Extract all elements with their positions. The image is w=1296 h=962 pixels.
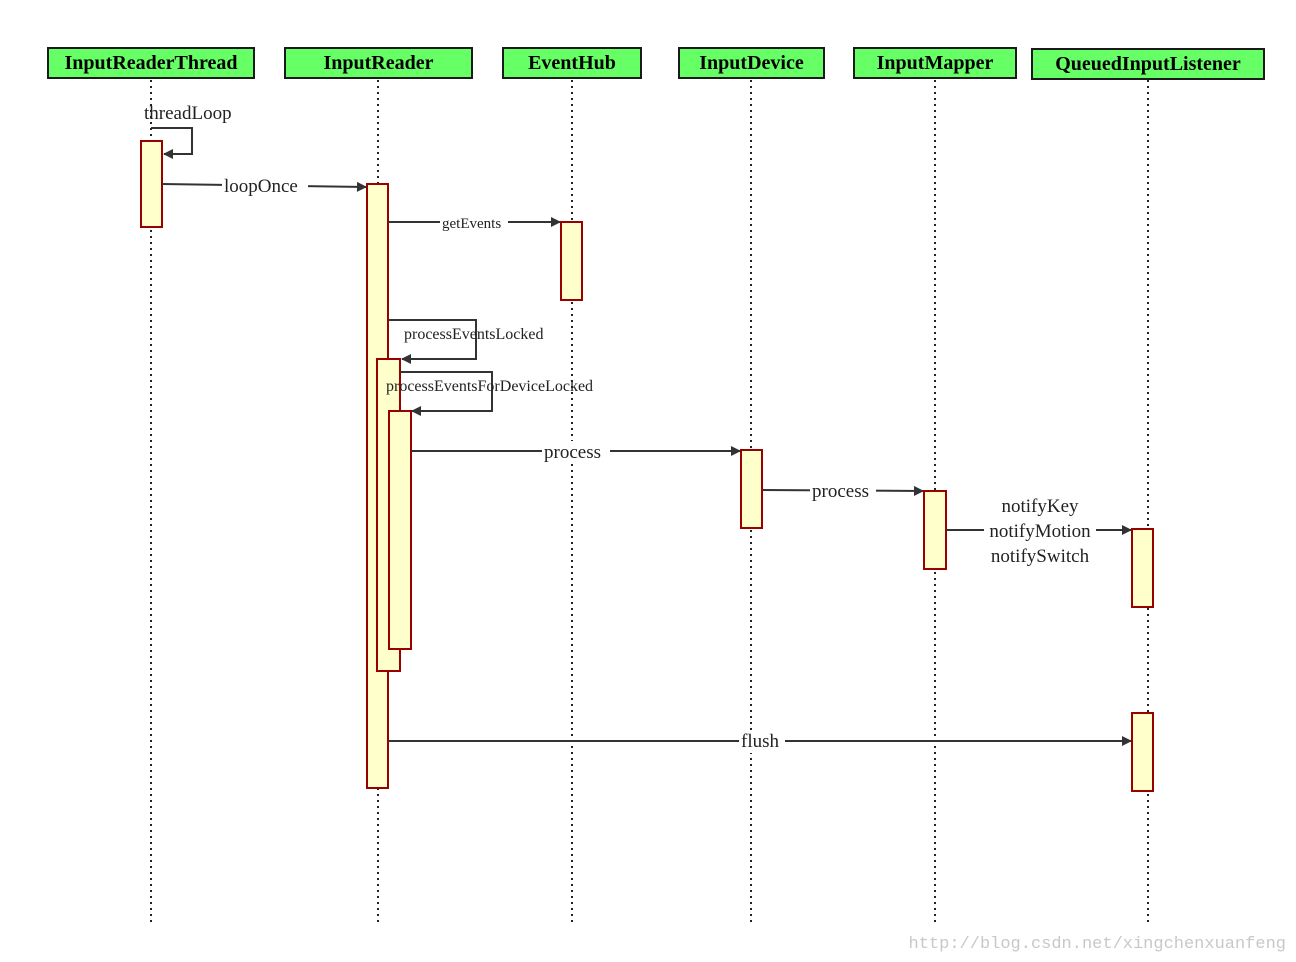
activation-eventhub — [560, 221, 583, 301]
label-notifykey: notifyKey — [1001, 496, 1079, 517]
participant-queuedinputlistener: QueuedInputListener — [1031, 48, 1265, 80]
label-process-mapper: process — [812, 481, 869, 502]
arrow-processeventsfordevicelocked — [400, 371, 493, 416]
arrow-threadloop — [151, 127, 193, 159]
label-notifymotion: notifyMotion — [989, 521, 1091, 542]
label-processeventslocked: processEventsLocked — [404, 326, 544, 343]
participant-inputmapper: InputMapper — [853, 47, 1017, 79]
label-processeventsfordevicelocked: processEventsForDeviceLocked — [386, 378, 593, 395]
activation-inputdevice — [740, 449, 763, 529]
label-notifyswitch: notifySwitch — [991, 546, 1090, 567]
label-flush: flush — [741, 731, 780, 752]
activation-listener-flush — [1131, 712, 1154, 792]
watermark-url: http://blog.csdn.net/xingchenxuanfeng — [908, 935, 1286, 954]
activation-listener-notify — [1131, 528, 1154, 608]
participant-inputreaderthread: InputReaderThread — [47, 47, 255, 79]
participant-inputdevice: InputDevice — [678, 47, 825, 79]
label-looponce: loopOnce — [224, 176, 298, 197]
participant-inputreader: InputReader — [284, 47, 473, 79]
label-getevents: getEvents — [442, 216, 501, 232]
arrow-processeventslocked — [388, 319, 477, 364]
label-threadloop: threadLoop — [144, 103, 232, 124]
label-process-device: process — [544, 442, 601, 463]
activation-inputmapper — [923, 490, 947, 570]
activation-reader-processeventsfordevicelocked — [388, 410, 412, 650]
activation-thread — [140, 140, 163, 228]
participant-eventhub: EventHub — [502, 47, 642, 79]
